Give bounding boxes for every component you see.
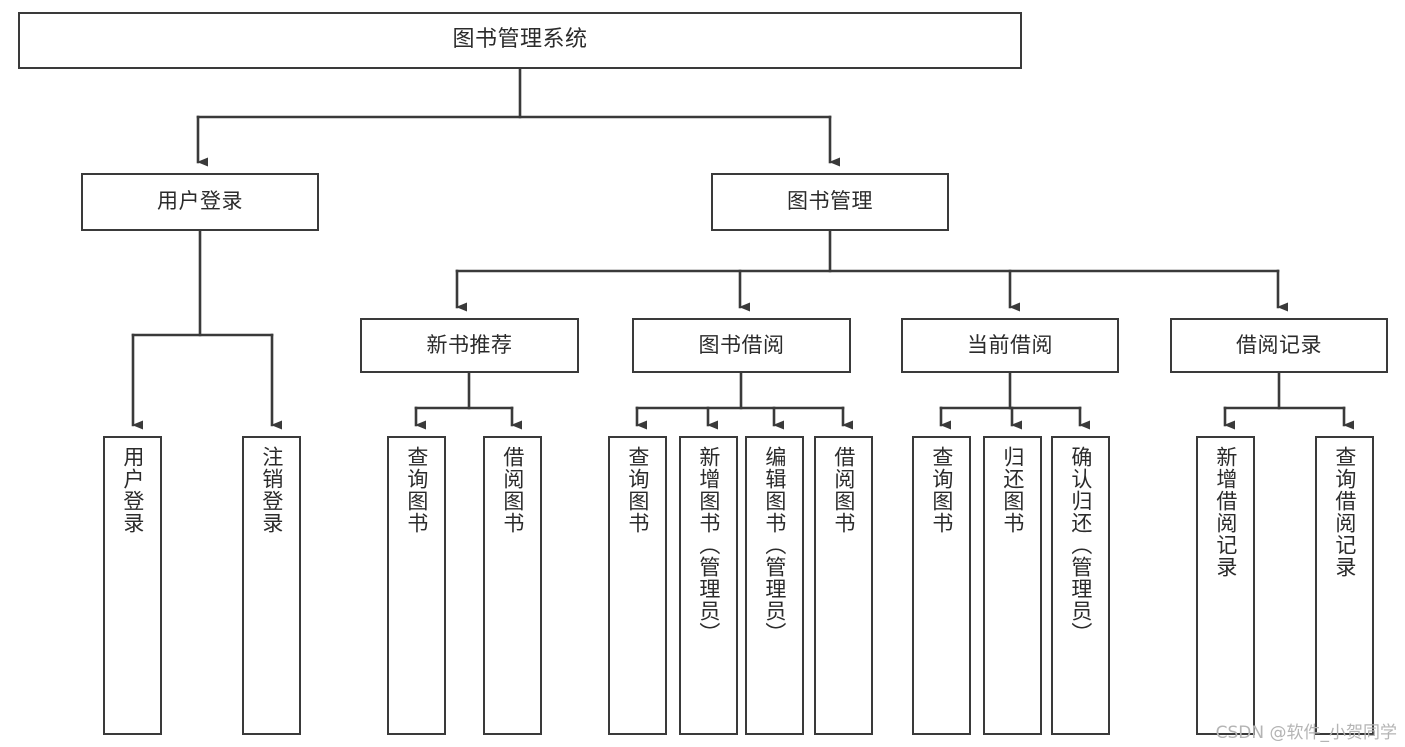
node-root-label: 图书管理系统: [452, 27, 588, 53]
node-new-book-rec[interactable]: 新书推荐: [360, 318, 579, 373]
node-borrow-record-label: 借阅记录: [1236, 332, 1322, 357]
node-leaf-edit-book-label: 编辑图书（管理员）: [762, 446, 787, 644]
node-leaf-query-book-rec-label: 查询图书: [404, 446, 429, 534]
node-leaf-user-login-label: 用户登录: [120, 446, 145, 534]
node-book-borrow[interactable]: 图书借阅: [632, 318, 851, 373]
node-leaf-query-record[interactable]: 查询借阅记录: [1315, 436, 1374, 735]
node-leaf-query-book-cb[interactable]: 查询图书: [912, 436, 971, 735]
node-leaf-user-logout-label: 注销登录: [259, 446, 284, 534]
node-user-login[interactable]: 用户登录: [81, 173, 319, 231]
node-current-borrow-label: 当前借阅: [967, 332, 1053, 357]
node-leaf-user-logout[interactable]: 注销登录: [242, 436, 301, 735]
node-leaf-add-record[interactable]: 新增借阅记录: [1196, 436, 1255, 735]
node-leaf-borrow-book-rec-label: 借阅图书: [500, 446, 525, 534]
node-book-manage-label: 图书管理: [787, 189, 873, 214]
node-book-borrow-label: 图书借阅: [698, 332, 785, 357]
node-book-manage[interactable]: 图书管理: [711, 173, 949, 231]
node-leaf-query-book-br-label: 查询图书: [625, 446, 650, 534]
node-leaf-borrow-book-rec[interactable]: 借阅图书: [483, 436, 542, 735]
node-leaf-confirm-return-label: 确认归还（管理员）: [1068, 446, 1093, 644]
node-user-login-label: 用户登录: [157, 189, 243, 214]
node-leaf-edit-book[interactable]: 编辑图书（管理员）: [745, 436, 804, 735]
node-leaf-borrow-book-br[interactable]: 借阅图书: [814, 436, 873, 735]
node-leaf-borrow-book-br-label: 借阅图书: [831, 446, 856, 534]
node-leaf-query-book-br[interactable]: 查询图书: [608, 436, 667, 735]
node-leaf-add-book[interactable]: 新增图书（管理员）: [679, 436, 738, 735]
node-root[interactable]: 图书管理系统: [18, 12, 1022, 69]
node-leaf-query-book-rec[interactable]: 查询图书: [387, 436, 446, 735]
node-leaf-query-book-cb-label: 查询图书: [929, 446, 954, 534]
node-new-book-rec-label: 新书推荐: [426, 332, 513, 357]
node-leaf-return-book-label: 归还图书: [1000, 446, 1025, 534]
node-leaf-user-login[interactable]: 用户登录: [103, 436, 162, 735]
node-leaf-confirm-return[interactable]: 确认归还（管理员）: [1051, 436, 1110, 735]
node-leaf-return-book[interactable]: 归还图书: [983, 436, 1042, 735]
node-leaf-add-book-label: 新增图书（管理员）: [696, 446, 721, 644]
node-leaf-add-record-label: 新增借阅记录: [1213, 446, 1238, 578]
csdn-watermark: CSDN @软件_小贺同学: [1215, 723, 1397, 743]
node-leaf-query-record-label: 查询借阅记录: [1332, 446, 1357, 578]
node-borrow-record[interactable]: 借阅记录: [1170, 318, 1388, 373]
node-current-borrow[interactable]: 当前借阅: [901, 318, 1119, 373]
